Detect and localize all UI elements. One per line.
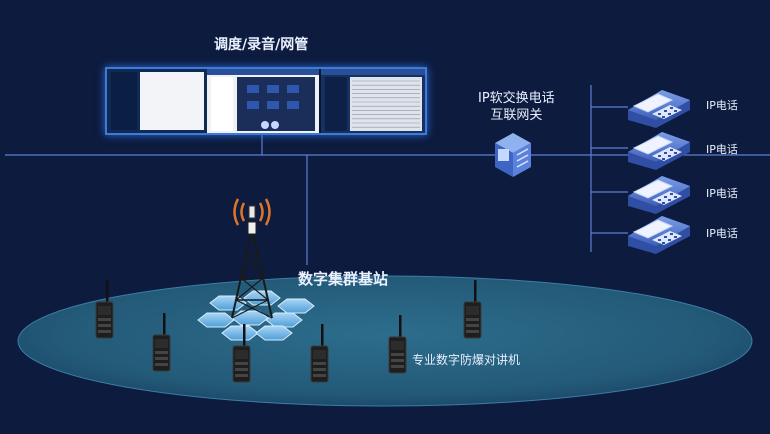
phone-label: IP电话	[706, 143, 738, 156]
ip-phone-icon	[628, 132, 690, 170]
hexagon-cell	[255, 325, 293, 341]
phone-label: IP电话	[706, 227, 738, 240]
gateway-label-line2: 互联网关	[490, 108, 543, 123]
base-station-label: 数字集群基站	[298, 270, 389, 288]
hexagon-cell	[243, 290, 281, 306]
walkie-talkie-icon	[463, 280, 482, 339]
walkie-talkie-icon	[310, 324, 329, 383]
dispatch-title: 调度/录音/网管	[214, 37, 309, 53]
walkie-talkie-icon	[388, 315, 407, 374]
radios-label: 专业数字防爆对讲机	[412, 353, 521, 367]
phone-label: IP电话	[706, 99, 738, 112]
hexagon-coverage-icon	[197, 290, 315, 341]
gateway-label-line1: IP软交换电话	[478, 91, 555, 106]
radio-tower-icon	[231, 198, 273, 319]
phone-label: IP电话	[706, 187, 738, 200]
gateway-server-icon	[495, 133, 531, 177]
walkie-talkie-icon	[232, 324, 251, 383]
console-screenshot	[107, 69, 425, 133]
gateway-label: IP软交换电话 互联网关	[478, 90, 555, 124]
ip-phone-icon	[628, 90, 690, 128]
walkie-talkie-icon	[95, 280, 114, 339]
dispatch-console-screens	[105, 67, 427, 135]
ip-phone-icon	[628, 216, 690, 254]
ip-phone-icon	[628, 176, 690, 214]
walkie-talkie-icon	[152, 313, 171, 372]
coverage-ellipse	[17, 275, 753, 407]
